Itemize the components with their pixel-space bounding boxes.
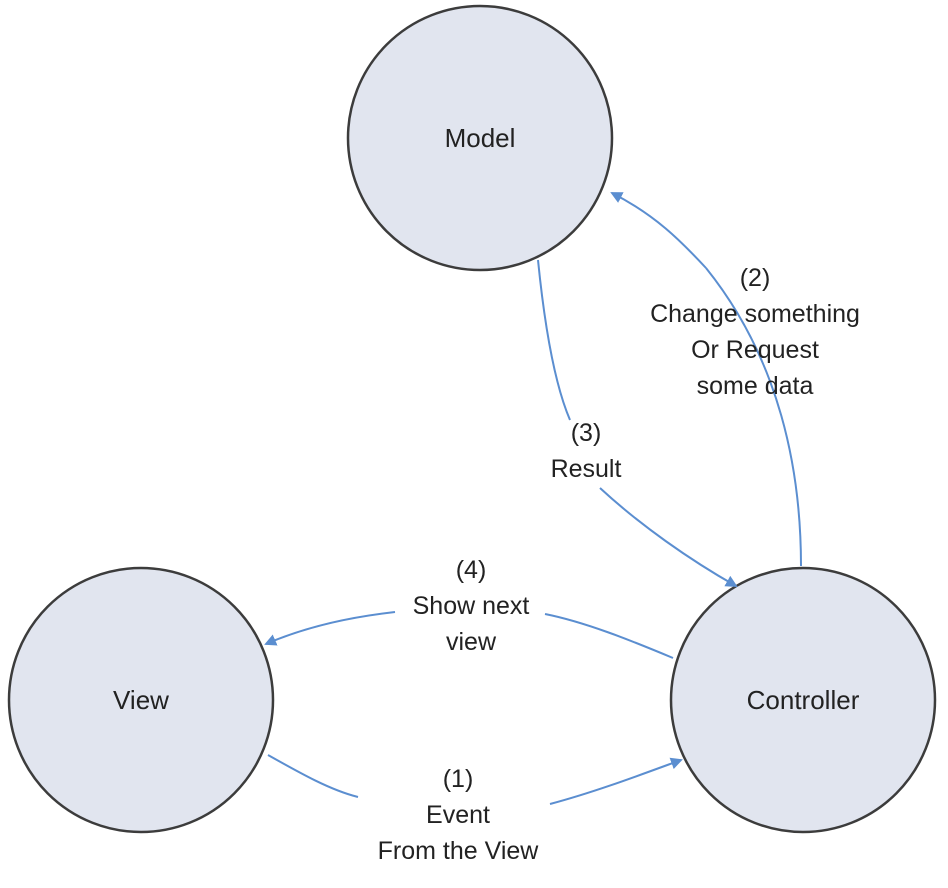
result-edge-arrow [599,487,738,587]
view-circle [7,566,275,834]
controller-label: Controller [747,685,860,715]
event-line2-label: From the View [378,837,540,865]
model-node: Model [346,4,614,272]
change-line1-label: Change something [650,300,860,328]
show-edge-label: (4) Show next view [413,556,530,656]
controller-circle [669,566,937,834]
model-circle [346,4,614,272]
model-label: Model [445,123,516,153]
view-label: View [113,685,169,715]
change-step-label: (2) [740,264,771,292]
result-step-label: (3) [571,419,602,447]
controller-node: Controller [669,566,937,834]
show-line2-label: view [446,628,497,656]
result-edge-upper-line [537,259,571,421]
view-node: View [7,566,275,834]
change-edge-label: (2) Change something Or Request some dat… [650,264,860,400]
change-line2-label: Or Request [691,336,819,364]
event-edge-left-line [267,754,359,798]
change-edge-lower-line [705,267,802,567]
event-edge-label: (1) Event From the View [378,765,540,865]
event-line1-label: Event [426,801,490,829]
event-edge-arrow [549,757,683,805]
result-edge-label: (3) Result [551,419,622,483]
show-edge-right-line [544,613,674,659]
change-edge-arrow [610,192,707,269]
event-step-label: (1) [443,765,474,793]
change-line3-label: some data [697,372,814,400]
result-line1-label: Result [551,455,622,483]
show-step-label: (4) [456,556,487,584]
show-line1-label: Show next [413,592,530,620]
show-edge-arrow [264,611,396,646]
